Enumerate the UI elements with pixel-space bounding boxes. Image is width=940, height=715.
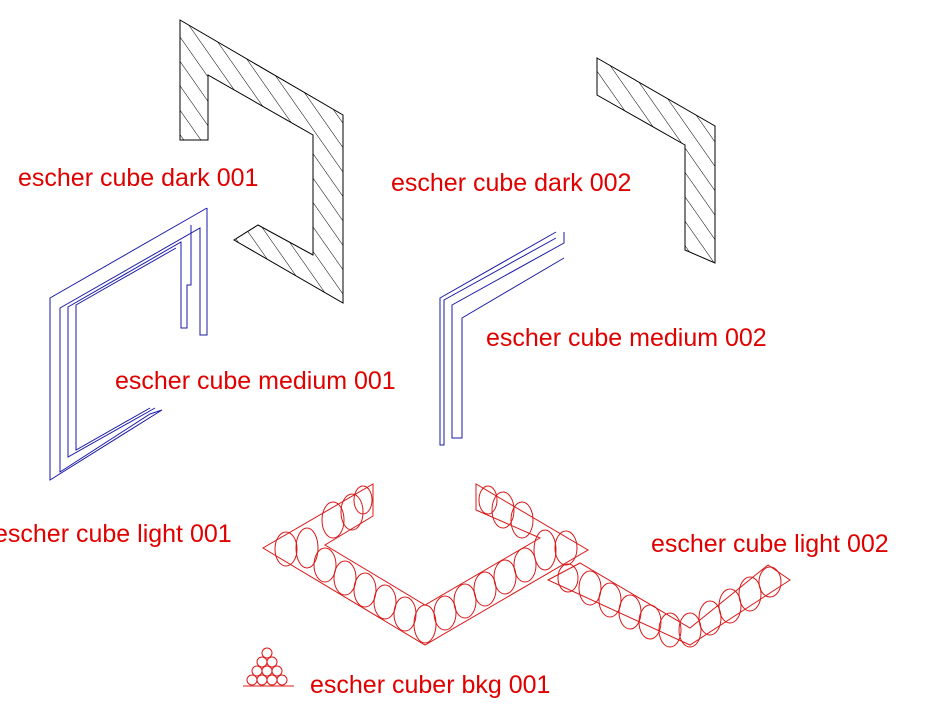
medium-002-outer-line	[451, 232, 565, 439]
label-bkg-001[interactable]: escher cuber bkg 001	[310, 671, 550, 699]
escher-cube-dark-001-block[interactable]	[179, 19, 344, 304]
dark-002-hatched-shape	[596, 57, 716, 264]
escher-cube-dark-002-block[interactable]	[596, 57, 716, 264]
label-medium-001[interactable]: escher cube medium 001	[115, 367, 396, 395]
label-dark-001[interactable]: escher cube dark 001	[18, 164, 258, 192]
medium-001-outer-line	[49, 207, 208, 481]
dark-001-hatched-shape	[179, 19, 344, 304]
medium-001-inner-line	[75, 247, 177, 451]
label-medium-002[interactable]: escher cube medium 002	[486, 324, 767, 352]
medium-002-inner-line	[439, 231, 557, 446]
label-dark-002[interactable]: escher cube dark 002	[391, 169, 631, 197]
escher-cube-light-001-block[interactable]	[262, 483, 589, 646]
label-light-001[interactable]: escher cube light 001	[0, 520, 232, 548]
bkg-001-circle-pyramid	[246, 647, 288, 686]
light-002-frame	[546, 562, 791, 646]
escher-cuber-bkg-001-block[interactable]	[243, 647, 294, 687]
label-light-002[interactable]: escher cube light 002	[651, 530, 889, 558]
light-001-circles	[274, 485, 578, 644]
escher-cube-medium-002-block[interactable]	[439, 231, 565, 446]
escher-cube-light-002-block[interactable]	[546, 562, 791, 648]
escher-cube-medium-001-block[interactable]	[49, 207, 208, 481]
light-002-circles	[557, 563, 782, 648]
medium-001-middle-line	[67, 225, 192, 458]
light-001-frame	[262, 483, 589, 646]
